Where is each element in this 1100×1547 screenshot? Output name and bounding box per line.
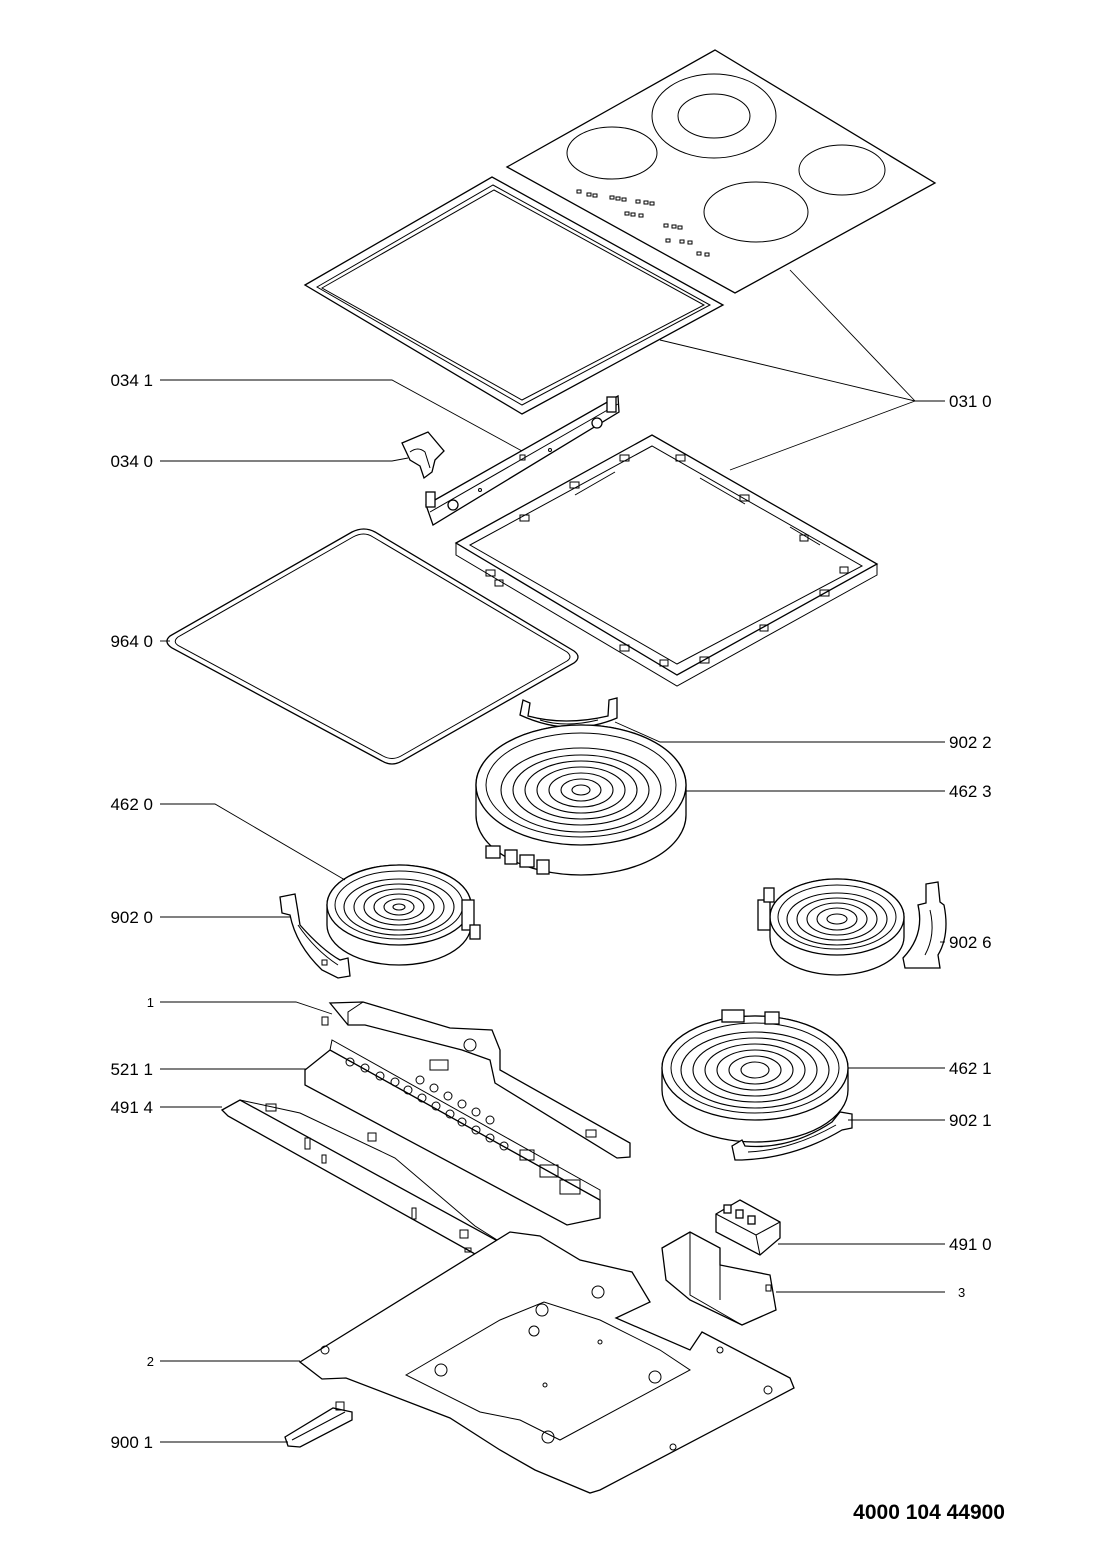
label-462-0: 462 0: [110, 795, 153, 814]
label-491-0: 491 0: [949, 1235, 992, 1254]
label-964-0: 964 0: [110, 632, 153, 651]
power-module-part: [715, 1199, 781, 1256]
mounting-bracket-part-3: [661, 1231, 777, 1326]
label-521-1: 521 1: [110, 1060, 153, 1079]
support-bracket-902-1: [731, 1111, 853, 1161]
gasket-part: [166, 528, 579, 765]
leader-lines: [160, 269, 945, 1443]
label-900-1: 900 1: [110, 1433, 153, 1452]
heating-element-462-1: [661, 1009, 849, 1143]
glass-cooktop-part: [505, 49, 937, 294]
trim-frame-part: [303, 176, 725, 415]
long-bracket-part-1: [321, 1001, 631, 1159]
callout-labels: 034 1 034 0 964 0 462 0 902 0 1 521 1 49…: [110, 371, 991, 1452]
support-bracket-902-2: [519, 697, 618, 728]
clip-part: [401, 431, 445, 480]
control-board-part: [304, 1039, 601, 1226]
label-3: 3: [958, 1285, 965, 1300]
support-frame-part: [454, 434, 879, 687]
label-902-0: 902 0: [110, 908, 153, 927]
label-902-6: 902 6: [949, 933, 992, 952]
support-bracket-902-6: [902, 881, 947, 969]
bottom-tray-part: [298, 1231, 795, 1494]
label-491-4: 491 4: [110, 1098, 153, 1117]
heating-element-462-0: [326, 864, 481, 966]
support-bracket-902-0: [279, 893, 351, 979]
heating-element-462-3: [475, 724, 687, 876]
label-1: 1: [147, 995, 154, 1010]
label-034-1: 034 1: [110, 371, 153, 390]
document-number: 4000 104 44900: [853, 1501, 1005, 1524]
label-034-0: 034 0: [110, 452, 153, 471]
label-462-1: 462 1: [949, 1059, 992, 1078]
label-902-2: 902 2: [949, 733, 992, 752]
front-bracket-part: [425, 394, 620, 526]
label-902-1: 902 1: [949, 1111, 992, 1130]
label-031-0: 031 0: [949, 392, 992, 411]
latch-part: [284, 1401, 353, 1448]
label-2: 2: [147, 1354, 154, 1369]
label-462-3: 462 3: [949, 782, 992, 801]
heating-element-462-6: [757, 878, 905, 976]
